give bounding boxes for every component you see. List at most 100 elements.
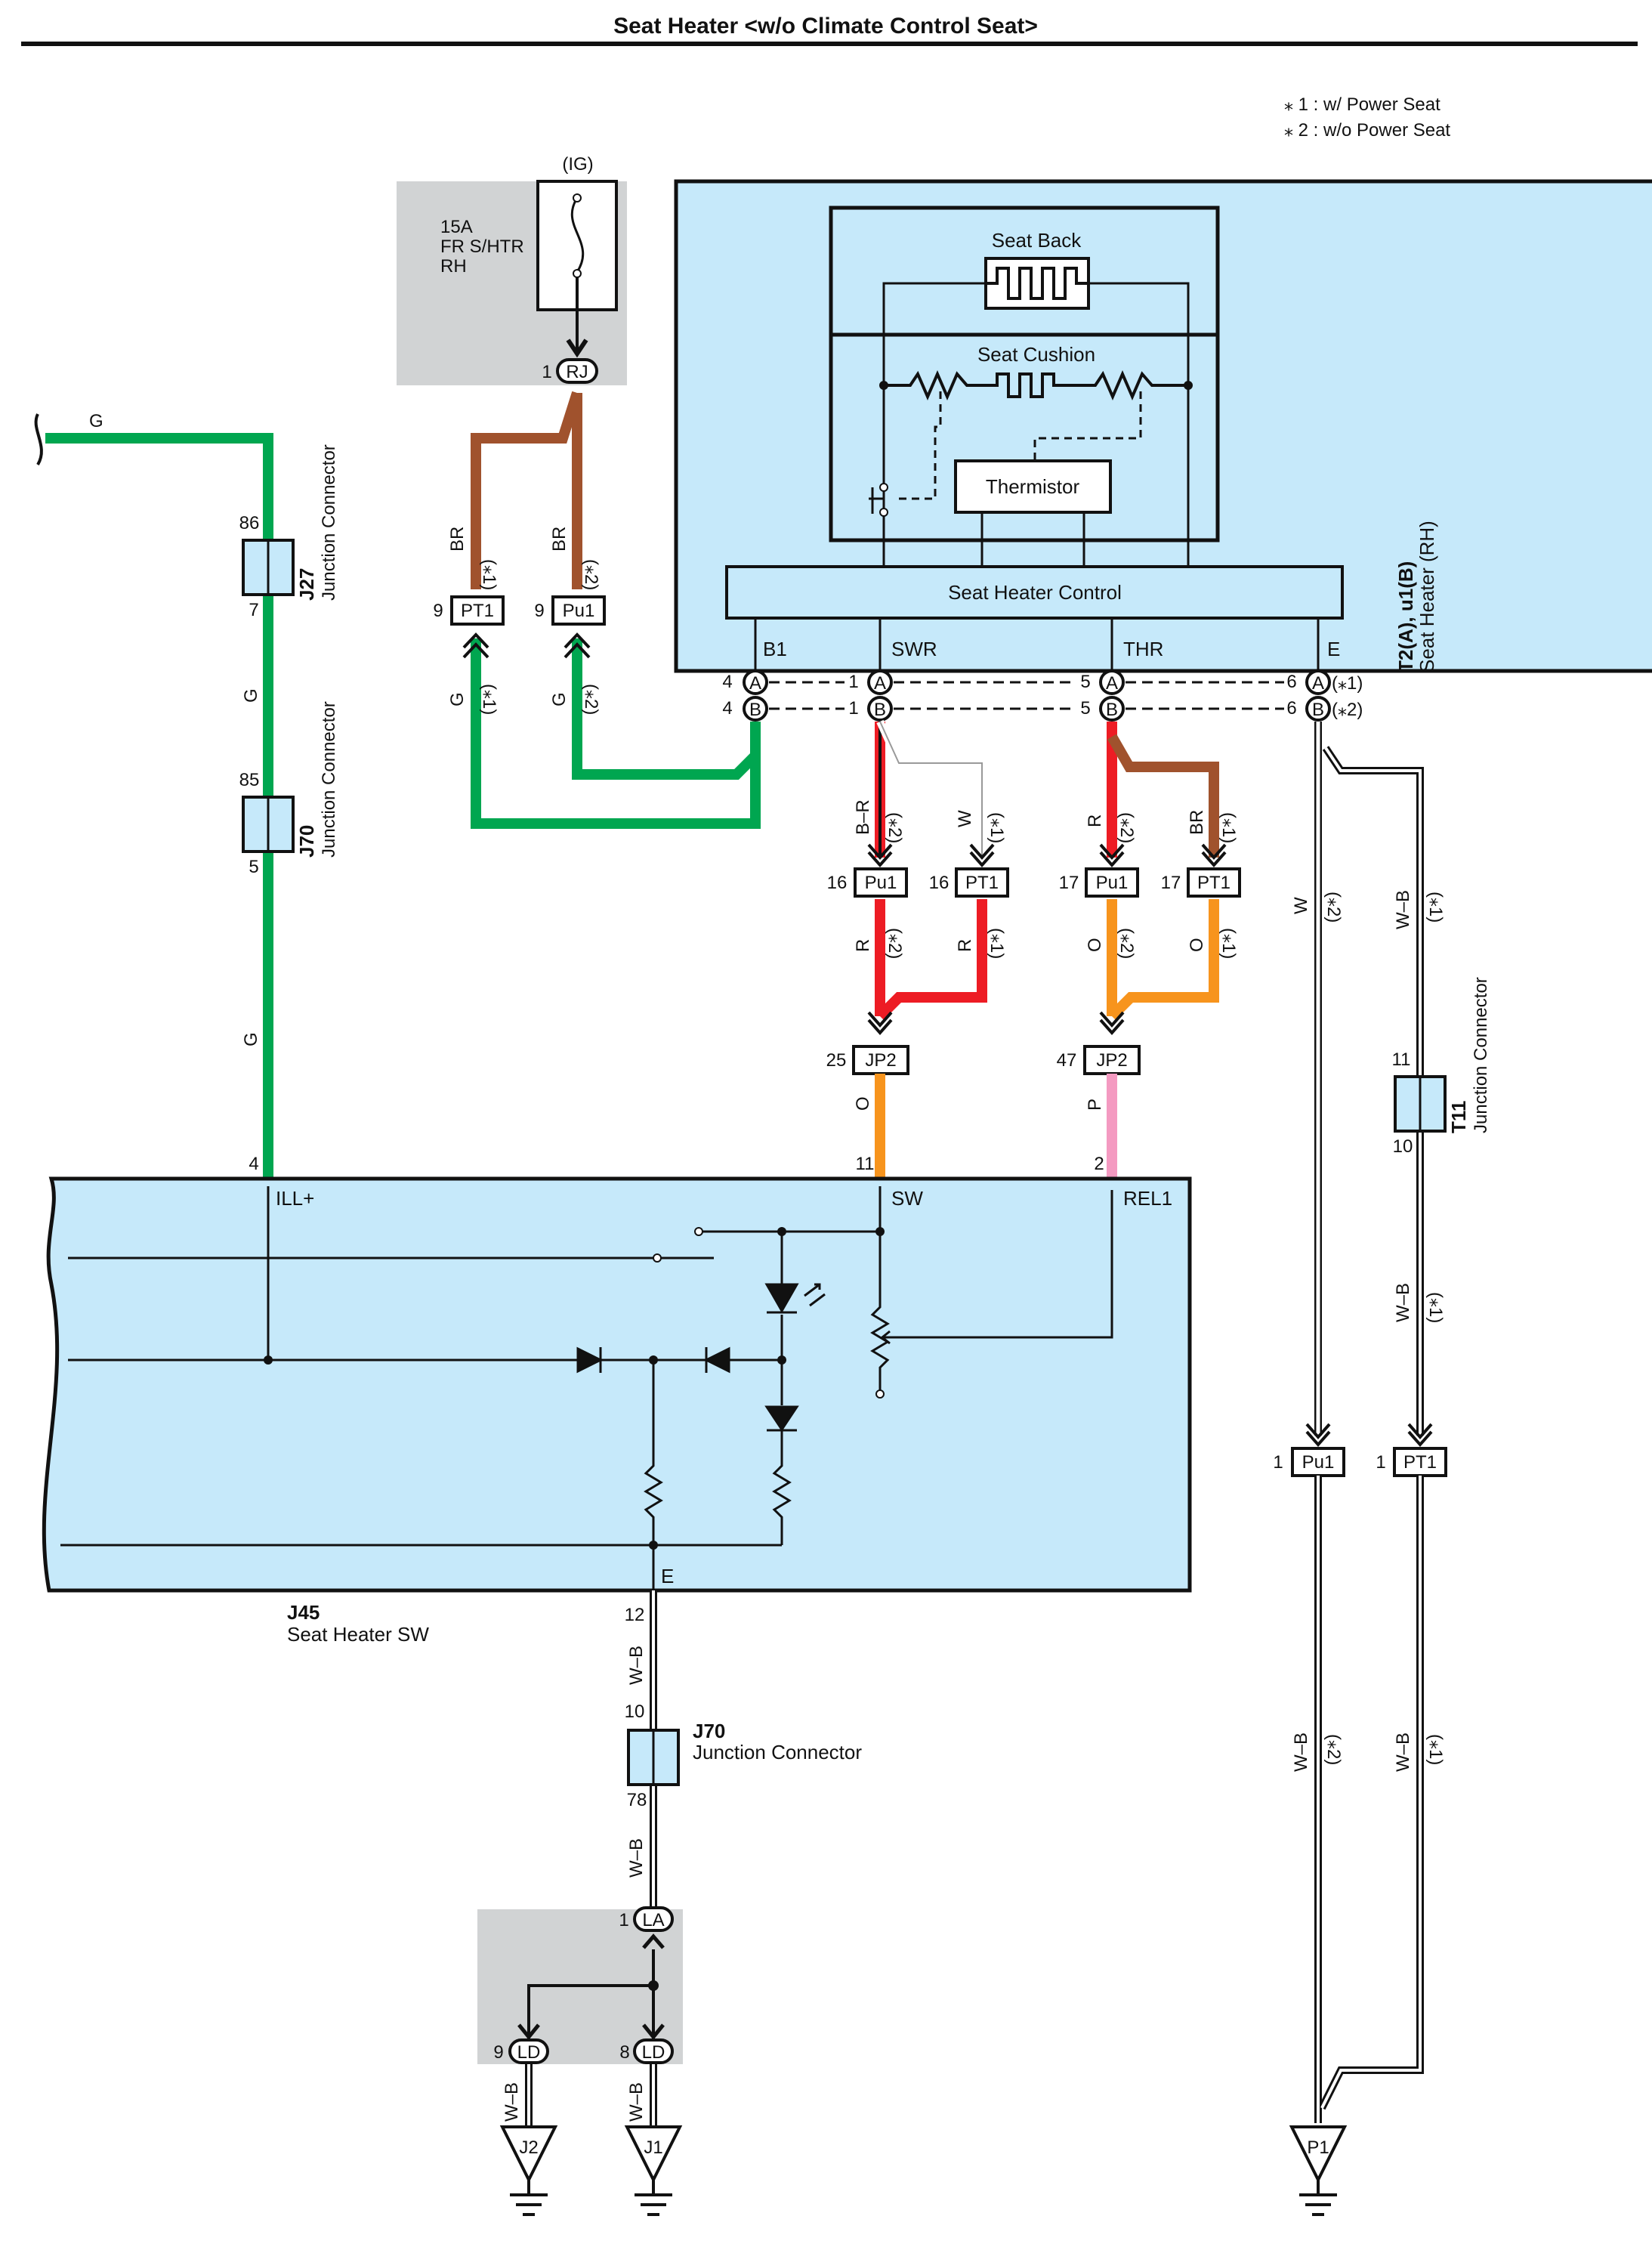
seat-heater-control-label: Seat Heater Control xyxy=(948,581,1122,604)
thermistor-box xyxy=(954,459,1112,514)
wire-break-icon xyxy=(34,413,43,466)
arrow-icon xyxy=(867,1011,893,1036)
label-w-var: (⁎1) xyxy=(987,812,1007,843)
title-rule xyxy=(21,42,1638,46)
junction-dot xyxy=(649,1355,658,1365)
pin-num: 4 xyxy=(722,698,732,719)
label-o-sw: O xyxy=(853,1096,873,1111)
switch-sw-label: SW xyxy=(891,1187,923,1210)
wire-br-pt1 xyxy=(471,391,582,589)
pin-e-label: E xyxy=(1327,638,1340,660)
pin-num: 1 xyxy=(848,698,858,719)
fuse-name: FR S/HTR xyxy=(440,236,524,257)
diode-icon xyxy=(764,1405,799,1432)
label-g-pu1: G xyxy=(549,692,570,706)
switch-rel1-label: REL1 xyxy=(1123,1187,1172,1210)
pin-letter: B xyxy=(749,700,761,720)
connector-jp2-thr-pin: 47 xyxy=(1057,1050,1077,1071)
arrow-icon xyxy=(1099,843,1125,868)
connector-pu1-thr-pin: 17 xyxy=(1059,873,1079,893)
note-power-seat: ⁎ 1 : w/ Power Seat xyxy=(1284,94,1440,115)
connector-pt1-b1-label: PT1 xyxy=(461,601,494,621)
label-g-pt1: G xyxy=(447,692,468,706)
junction-dot xyxy=(777,1227,786,1236)
arrow-icon xyxy=(1099,1011,1125,1036)
seat-back-label: Seat Back xyxy=(992,229,1082,252)
label-wb-p1-pu1-var: (⁎2) xyxy=(1323,1734,1344,1765)
label-w-e-var: (⁎2) xyxy=(1323,892,1344,923)
fuse-terminal-bottom xyxy=(573,269,582,278)
fuse-terminal-top xyxy=(573,193,582,202)
seat-back-coil xyxy=(986,267,1088,300)
pin-swr-label: SWR xyxy=(891,638,937,660)
label-r-pt1: R xyxy=(955,939,975,952)
j70b-pin-top: 10 xyxy=(625,1702,645,1722)
j27-pin-bottom: 7 xyxy=(249,600,258,620)
seat-heater-id: T2(A), u1(B) xyxy=(1394,561,1417,672)
fuse-name-2: RH xyxy=(440,256,467,277)
ground-j1-label: J1 xyxy=(644,2137,662,2158)
arrow-icon xyxy=(1305,1423,1331,1448)
connector-ld-left-label: LD xyxy=(517,2042,541,2063)
j70b-id: J70 xyxy=(693,1720,725,1742)
seat-back-heater-icon xyxy=(984,257,1090,310)
connector-pu1-swr xyxy=(854,867,908,898)
j27-name: Junction Connector xyxy=(319,444,339,601)
ground-j2-icon xyxy=(499,2125,558,2184)
j70a-name: Junction Connector xyxy=(319,701,339,858)
connector-pt1-e-label: PT1 xyxy=(1403,1452,1437,1473)
arrow-icon xyxy=(969,843,995,868)
j70b-name: Junction Connector xyxy=(693,1741,862,1763)
fuse-source-label: (IG) xyxy=(562,154,593,175)
seat-heater-name: Seat Heater (RH) xyxy=(1416,521,1438,672)
seat-heater-switch xyxy=(42,1176,1192,1593)
pin-letter: B xyxy=(874,700,886,720)
pin-letter: A xyxy=(1312,673,1324,694)
pin-num: 5 xyxy=(1080,672,1090,692)
connector-pu1-swr-label: Pu1 xyxy=(865,873,897,893)
connector-la xyxy=(633,1906,674,1932)
potentiometer-wiper-icon xyxy=(880,1330,903,1345)
junction-dot xyxy=(649,1541,658,1550)
ground-p1-icon xyxy=(1289,2125,1348,2184)
label-wb-j2: W–B xyxy=(502,2082,522,2122)
thermistor-label: Thermistor xyxy=(986,475,1080,498)
connector-rj xyxy=(556,358,598,384)
connector-pu1-thr-label: Pu1 xyxy=(1096,873,1129,893)
connector-row-a: 4 A 1 A 5 A 6 A (⁎1) xyxy=(722,669,1363,695)
connector-ld-right-label: LD xyxy=(642,2042,665,2063)
splice-wire xyxy=(527,1949,655,2040)
connector-pu1-thr xyxy=(1085,867,1139,898)
switch-id: J45 xyxy=(287,1601,320,1624)
connector-ld-left-pin: 9 xyxy=(493,2042,503,2063)
connector-pt1-e-pin: 1 xyxy=(1376,1452,1385,1473)
connector-jp2-thr-label: JP2 xyxy=(1096,1050,1127,1071)
arrow-icon xyxy=(517,2023,540,2040)
chevron-icon xyxy=(564,632,591,659)
ground-j2-bars xyxy=(510,2180,548,2216)
wire-w-swr-outline xyxy=(879,721,983,858)
connector-jp2-sw xyxy=(852,1045,909,1075)
arrow-icon xyxy=(642,2023,665,2040)
label-w-e: W xyxy=(1291,897,1311,914)
switch-name: Seat Heater SW xyxy=(287,1623,429,1646)
switch-e-label: E xyxy=(661,1565,674,1587)
label-r-pt1-var: (⁎1) xyxy=(987,928,1007,959)
junction-dot xyxy=(777,1355,786,1365)
switch-ill-label: ILL+ xyxy=(276,1187,314,1210)
label-o-thr-pt1-var: (⁎1) xyxy=(1218,928,1239,959)
label-br-pu1: BR xyxy=(549,527,570,552)
switch-contact-node-2 xyxy=(694,1227,703,1236)
pin-num: 5 xyxy=(1080,698,1090,719)
led-rays-icon xyxy=(804,1283,826,1307)
junction-dot xyxy=(264,1355,273,1365)
thermal-link-left xyxy=(899,391,942,500)
connector-pt1-b1 xyxy=(450,595,505,626)
wire-g-label: G xyxy=(89,411,103,431)
label-br-thr-var: (⁎1) xyxy=(1218,812,1239,843)
label-wb-p1-pu1: W–B xyxy=(1291,1732,1311,1772)
connector-ld-right xyxy=(633,2038,674,2064)
connector-la-label: LA xyxy=(642,1910,664,1930)
label-wb-p1-pt1-var: (⁎1) xyxy=(1425,1734,1446,1765)
